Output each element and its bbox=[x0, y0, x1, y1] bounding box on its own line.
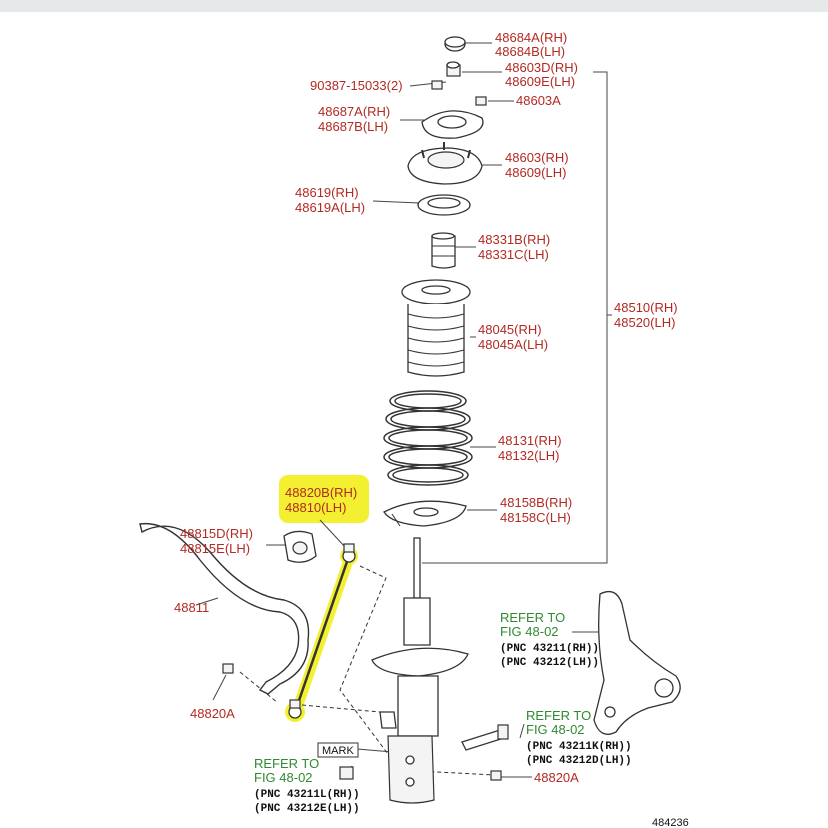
reference-nut-pnc1: (PNC 43211L(RH)) bbox=[254, 789, 360, 801]
label-48045-lh: 48045A(LH) bbox=[478, 337, 548, 352]
spring-seat-48158 bbox=[383, 500, 467, 527]
nut-48603d bbox=[446, 61, 461, 77]
bolt-43211k bbox=[461, 724, 509, 751]
label-48331: 48331B(RH) 48331C(LH) bbox=[478, 232, 550, 262]
label-48131-lh: 48132(LH) bbox=[498, 448, 559, 463]
label-48045: 48045(RH) 48045A(LH) bbox=[478, 322, 548, 352]
label-48603d-lh: 48609E(LH) bbox=[505, 74, 575, 89]
label-48603a: 48603A bbox=[516, 93, 561, 108]
steering-knuckle bbox=[593, 590, 681, 735]
bearing-48619 bbox=[417, 194, 471, 216]
label-48131: 48131(RH) 48132(LH) bbox=[498, 433, 562, 463]
label-48331-rh: 48331B(RH) bbox=[478, 232, 550, 247]
label-48820a-bottom: 48820A bbox=[534, 770, 579, 785]
reference-knuckle-pnc1: (PNC 43211(RH)) bbox=[500, 643, 599, 655]
label-48510-rh: 48510(RH) bbox=[614, 300, 678, 315]
upper-mount-48603 bbox=[407, 142, 483, 185]
label-48158-lh: 48158C(LH) bbox=[500, 510, 571, 525]
reference-nut-line1: REFER TO bbox=[254, 756, 319, 771]
nut-48603a bbox=[475, 96, 487, 106]
label-48687-lh: 48687B(LH) bbox=[318, 119, 388, 134]
nut-90387 bbox=[431, 80, 443, 90]
label-48619: 48619(RH) 48619A(LH) bbox=[295, 185, 365, 215]
bushing-48815 bbox=[283, 530, 317, 563]
label-48815: 48815D(RH) 48815E(LH) bbox=[180, 526, 253, 556]
label-48158-rh: 48158B(RH) bbox=[500, 495, 572, 510]
reference-nut: REFER TO FIG 48-02 (PNC 43211L(RH)) (PNC… bbox=[254, 756, 360, 815]
reference-knuckle-line1: REFER TO bbox=[500, 610, 565, 625]
label-48820b: 48820B(RH) 48810(LH) bbox=[285, 485, 357, 515]
reference-bolt-line1: REFER TO bbox=[526, 708, 591, 723]
label-90387: 90387-15033(2) bbox=[310, 78, 403, 93]
dashed-guides bbox=[239, 565, 495, 776]
reference-knuckle: REFER TO FIG 48-02 (PNC 43211(RH)) (PNC … bbox=[500, 610, 599, 669]
label-48684-lh: 48684B(LH) bbox=[495, 44, 565, 59]
label-48603d: 48603D(RH) 48609E(LH) bbox=[505, 60, 578, 89]
label-48158: 48158B(RH) 48158C(LH) bbox=[500, 495, 572, 525]
label-48619-lh: 48619A(LH) bbox=[295, 200, 365, 215]
label-48510-lh: 48520(LH) bbox=[614, 315, 675, 330]
bump-stopper-48331 bbox=[431, 232, 456, 269]
reference-bolt: REFER TO FIG 48-02 (PNC 43211K(RH)) (PNC… bbox=[526, 708, 632, 767]
label-48510: 48510(RH) 48520(LH) bbox=[614, 300, 678, 330]
label-48687-rh: 48687A(RH) bbox=[318, 104, 390, 119]
reference-bolt-pnc2: (PNC 43212D(LH)) bbox=[526, 755, 632, 767]
nut-48820a-bottom bbox=[490, 770, 502, 781]
label-48820b-lh: 48810(LH) bbox=[285, 500, 346, 515]
label-48603d-rh: 48603D(RH) bbox=[505, 60, 578, 75]
reference-knuckle-pnc2: (PNC 43212(LH)) bbox=[500, 657, 599, 669]
figure-number: 484236 bbox=[652, 817, 689, 828]
label-48619-rh: 48619(RH) bbox=[295, 185, 359, 200]
label-48820b-rh: 48820B(RH) bbox=[285, 485, 357, 500]
label-48045-rh: 48045(RH) bbox=[478, 322, 542, 337]
mark-callout: MARK bbox=[317, 742, 359, 758]
dust-boot-48045 bbox=[401, 279, 471, 377]
stabilizer-bar-48811 bbox=[139, 522, 310, 695]
label-48811: 48811 bbox=[174, 600, 209, 615]
reference-nut-pnc2: (PNC 43212E(LH)) bbox=[254, 803, 360, 815]
label-48603-lh: 48609(LH) bbox=[505, 165, 566, 180]
nut-43211l bbox=[339, 766, 354, 780]
label-48820a-left: 48820A bbox=[190, 706, 235, 721]
highlight-label-48820b bbox=[279, 475, 369, 523]
label-48687: 48687A(RH) 48687B(LH) bbox=[318, 104, 390, 134]
label-48815-lh: 48815E(LH) bbox=[180, 541, 250, 556]
reference-bolt-pnc1: (PNC 43211K(RH)) bbox=[526, 741, 632, 753]
cap-48684 bbox=[444, 36, 466, 52]
window-top-bar bbox=[0, 0, 828, 12]
label-48131-rh: 48131(RH) bbox=[498, 433, 562, 448]
reference-nut-line2: FIG 48-02 bbox=[254, 770, 313, 785]
label-48684-rh: 48684A(RH) bbox=[495, 30, 567, 45]
reference-knuckle-line2: FIG 48-02 bbox=[500, 624, 559, 639]
label-48331-lh: 48331C(LH) bbox=[478, 247, 549, 262]
label-48603: 48603(RH) 48609(LH) bbox=[505, 150, 569, 180]
mark-label: MARK bbox=[322, 745, 354, 757]
plate-48687 bbox=[421, 110, 484, 139]
strut-assembly-48510 bbox=[371, 537, 469, 804]
label-48815-rh: 48815D(RH) bbox=[180, 526, 253, 541]
label-48684: 48684A(RH) 48684B(LH) bbox=[495, 30, 567, 59]
reference-bolt-line2: FIG 48-02 bbox=[526, 722, 585, 737]
stabilizer-link-48820b bbox=[288, 543, 356, 719]
coil-spring-48131 bbox=[383, 390, 473, 486]
label-48603-rh: 48603(RH) bbox=[505, 150, 569, 165]
nut-48820a-left bbox=[222, 663, 234, 674]
